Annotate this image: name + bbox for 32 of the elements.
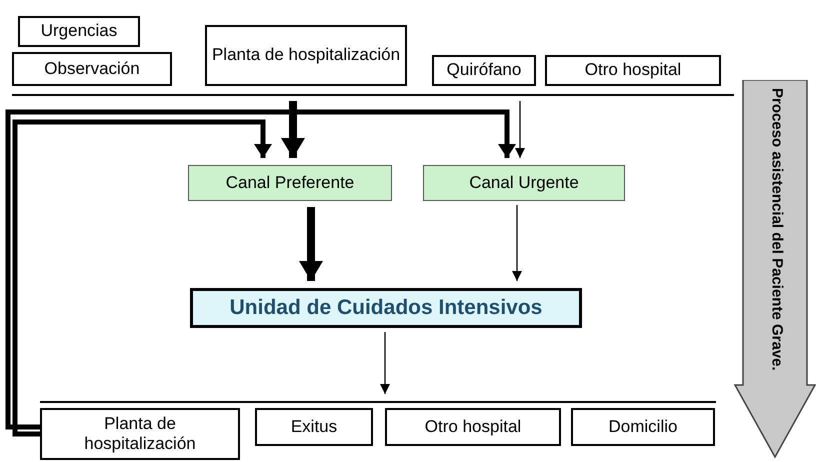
arrow	[6, 110, 516, 430]
channel-box	[188, 165, 392, 201]
box-label: Urgencias	[40, 21, 118, 42]
arrow	[380, 332, 390, 394]
location-box	[571, 408, 715, 446]
box-label: Planta de hospitalización	[212, 45, 400, 66]
box-label: Unidad de Cuidados Intensivos	[230, 295, 542, 321]
location-box	[385, 408, 561, 446]
arrow	[512, 205, 522, 281]
box-label: Planta de hospitalización	[83, 414, 197, 454]
box-label: Canal Preferente	[226, 172, 354, 194]
box-label: Canal Urgente	[469, 172, 579, 194]
box-label: Observación	[44, 58, 140, 80]
box-label: Otro hospital	[584, 60, 682, 81]
location-box	[545, 55, 721, 86]
location-box	[432, 55, 536, 86]
box-label: Quirófano	[446, 60, 522, 81]
location-box	[255, 408, 373, 446]
location-box	[205, 25, 407, 86]
icu-box	[190, 288, 582, 328]
box-label: Exitus	[290, 416, 338, 438]
box-label: Domicilio	[608, 416, 678, 438]
box-label: Otro hospital	[424, 416, 522, 438]
channel-box	[423, 165, 625, 201]
location-box	[12, 52, 172, 86]
arrow	[515, 101, 525, 158]
arrow	[12, 120, 272, 436]
arrow	[281, 101, 305, 158]
location-box	[40, 408, 240, 460]
arrow	[299, 207, 323, 281]
arrow-label: Proceso asistencial del Paciente Grave.	[768, 88, 786, 371]
location-box	[18, 16, 140, 47]
